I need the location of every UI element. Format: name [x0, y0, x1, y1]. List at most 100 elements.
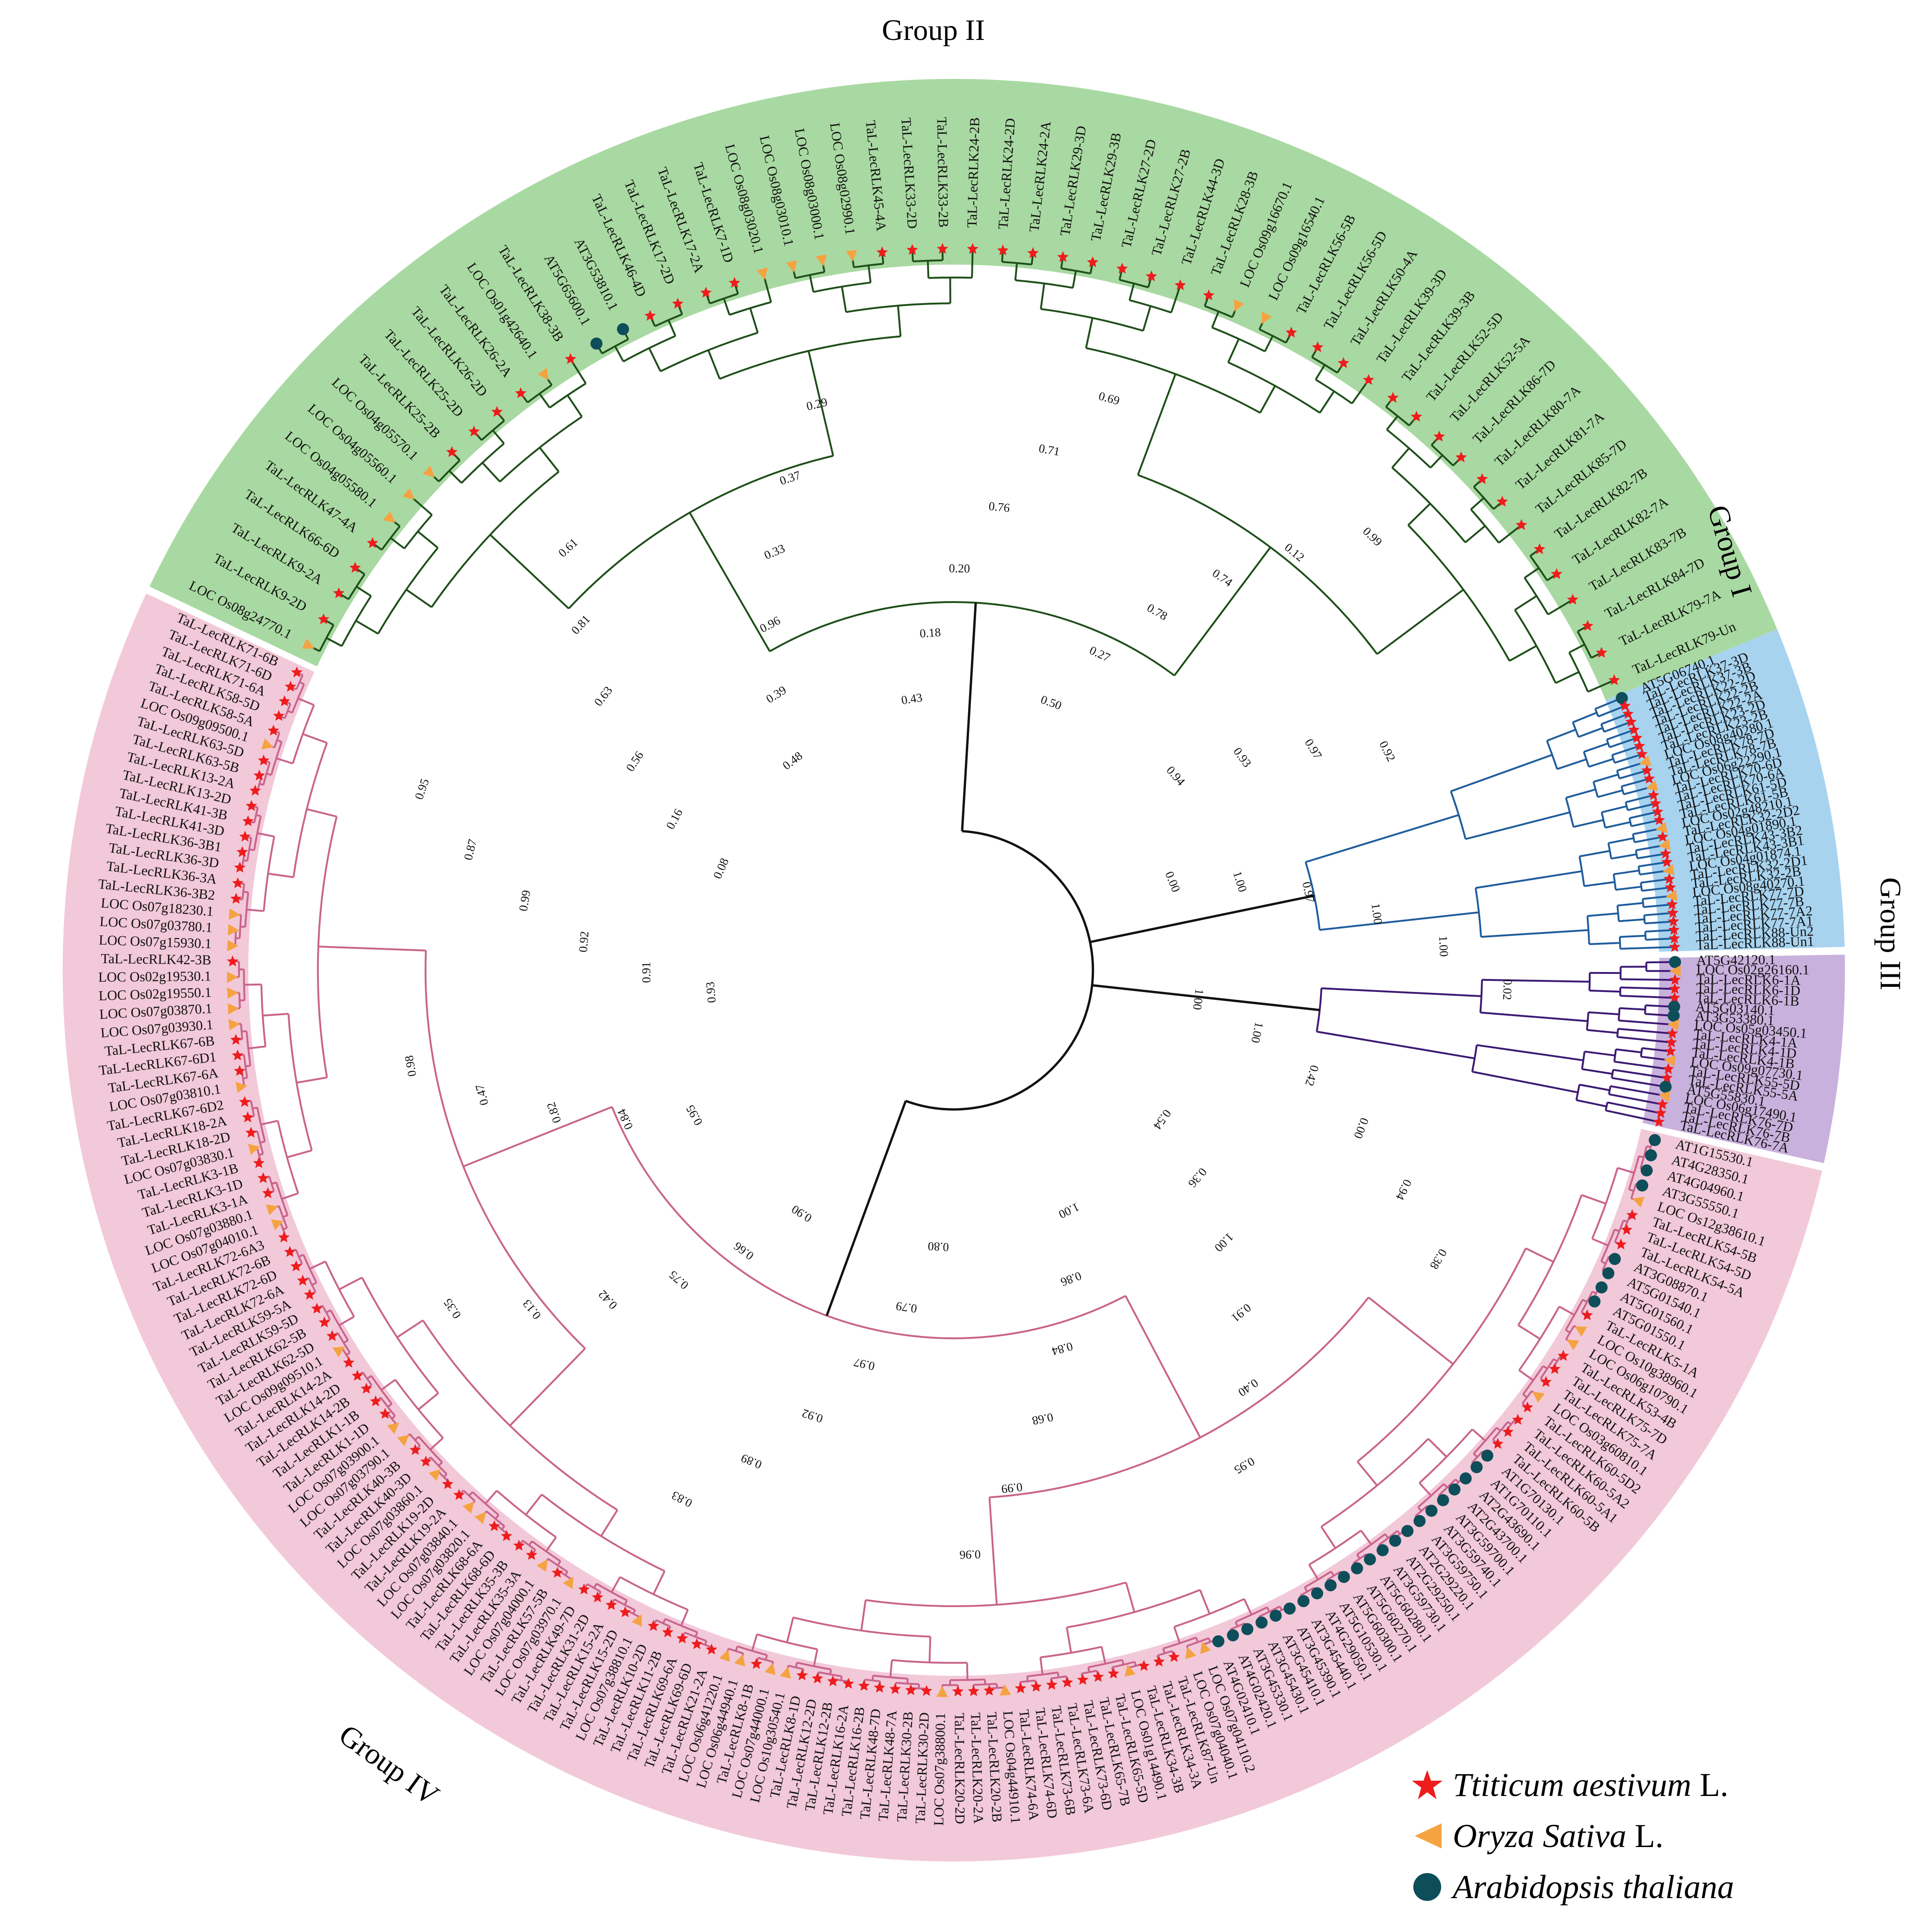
bootstrap-value: 1.00 — [1437, 935, 1451, 957]
branch — [1579, 850, 1610, 857]
branch — [1578, 727, 1603, 738]
star-marker-icon — [253, 1157, 265, 1168]
branch — [557, 1561, 562, 1566]
bootstrap-value: 0.08 — [711, 856, 731, 881]
branch-arc — [246, 837, 252, 861]
star-marker-icon — [874, 1681, 886, 1693]
branch — [525, 1494, 543, 1516]
branch-arc — [1300, 1587, 1314, 1596]
branch — [1465, 811, 1570, 840]
branch — [648, 348, 661, 372]
bootstrap-value: 0.96 — [757, 614, 783, 635]
branch — [1391, 447, 1410, 468]
branch — [1620, 986, 1678, 990]
star-marker-icon — [230, 1034, 242, 1045]
branch — [1418, 1482, 1432, 1497]
star-marker-icon — [1312, 341, 1324, 352]
branch — [387, 1403, 393, 1408]
branch — [1464, 525, 1486, 544]
triangle-marker-icon — [474, 1512, 486, 1524]
star-marker-icon — [1669, 932, 1680, 944]
star-marker-icon — [1648, 789, 1659, 800]
branch — [1279, 1606, 1283, 1611]
branch-arc — [1517, 1194, 1583, 1326]
branch — [338, 1277, 362, 1290]
branch — [897, 305, 902, 337]
triangle-marker-icon — [756, 267, 768, 280]
circle-marker-icon — [1401, 1525, 1414, 1537]
triangle-marker-icon — [227, 924, 239, 936]
star-marker-icon — [1669, 983, 1681, 994]
branch — [1605, 1109, 1662, 1124]
branch — [988, 1497, 998, 1605]
star-marker-icon — [1596, 647, 1607, 658]
triangle-marker-icon — [462, 1501, 474, 1514]
star-marker-icon — [1653, 814, 1665, 825]
star-marker-icon — [232, 877, 244, 888]
star-marker-icon — [1411, 410, 1423, 422]
star-marker-icon — [258, 754, 270, 765]
star-marker-icon — [525, 1549, 537, 1560]
leaf-label: LOC Os02g19550.1 — [98, 985, 212, 1004]
bootstrap-value: 0.35 — [441, 1296, 464, 1321]
bootstrap-value: 0.97 — [853, 1355, 876, 1373]
circle-marker-icon — [1470, 1461, 1483, 1473]
branch-arc — [1611, 1070, 1614, 1078]
triangle-marker-icon — [332, 1346, 345, 1357]
branch — [1199, 1589, 1210, 1614]
branch — [1476, 1044, 1584, 1062]
branch — [1357, 1461, 1378, 1486]
branch — [276, 757, 293, 765]
star-marker-icon — [1551, 568, 1563, 579]
leaf-label: LOC Os07g38800.1 — [931, 1712, 948, 1826]
star-marker-icon — [278, 1231, 290, 1243]
branch — [248, 1045, 266, 1050]
leaf-label: TaL-LecRLK6-1A — [1696, 972, 1801, 988]
star-marker-icon — [1057, 251, 1069, 262]
branch-arc — [623, 335, 676, 363]
branch-arc — [1086, 347, 1261, 414]
branch — [318, 946, 426, 952]
star-marker-icon — [446, 446, 458, 457]
star-marker-icon — [242, 1111, 254, 1122]
star-marker-icon — [249, 784, 261, 796]
bootstrap-value: 0.97 — [1300, 881, 1317, 904]
bootstrap-value: 0.93 — [703, 981, 718, 1004]
star-marker-icon — [1661, 1072, 1673, 1083]
bootstrap-value: 0.33 — [762, 541, 787, 562]
branch — [567, 395, 583, 417]
group-iii-band — [1642, 954, 1845, 1163]
branch — [1583, 742, 1609, 753]
star-marker-icon — [984, 1685, 995, 1696]
circle-marker-icon — [1616, 692, 1628, 704]
branch — [1430, 454, 1443, 468]
triangle-marker-icon — [1566, 1340, 1579, 1350]
star-marker-icon — [1608, 674, 1620, 685]
star-marker-icon — [1643, 772, 1655, 784]
bootstrap-value: 0.95 — [1232, 1454, 1257, 1477]
bootstrap-value: 0.63 — [591, 684, 615, 709]
bootstrap-value: 0.89 — [739, 1451, 764, 1472]
star-marker-icon — [1153, 1655, 1165, 1667]
branch — [1573, 819, 1604, 828]
root-branch — [1090, 894, 1315, 943]
star-marker-icon — [605, 1599, 617, 1610]
branch — [268, 873, 294, 878]
root-arc — [905, 830, 1094, 1111]
star-marker-icon — [1615, 1238, 1627, 1250]
circle-marker-icon — [1640, 1164, 1653, 1177]
star-marker-icon — [1657, 830, 1669, 842]
branch — [689, 512, 771, 652]
branch — [1589, 990, 1620, 993]
branch — [1360, 1530, 1372, 1545]
legend-row-triticum: Ttiticum aestivum L. — [1411, 1759, 1734, 1810]
star-marker-icon — [234, 862, 246, 873]
branch — [481, 462, 501, 482]
branch-arc — [324, 1261, 355, 1317]
branch — [1195, 1637, 1199, 1643]
bootstrap-value: 0.79 — [895, 1299, 918, 1316]
bootstrap-value: 0.54 — [1151, 1107, 1174, 1132]
branch — [1589, 942, 1620, 945]
bootstrap-value: 0.47 — [473, 1083, 492, 1107]
